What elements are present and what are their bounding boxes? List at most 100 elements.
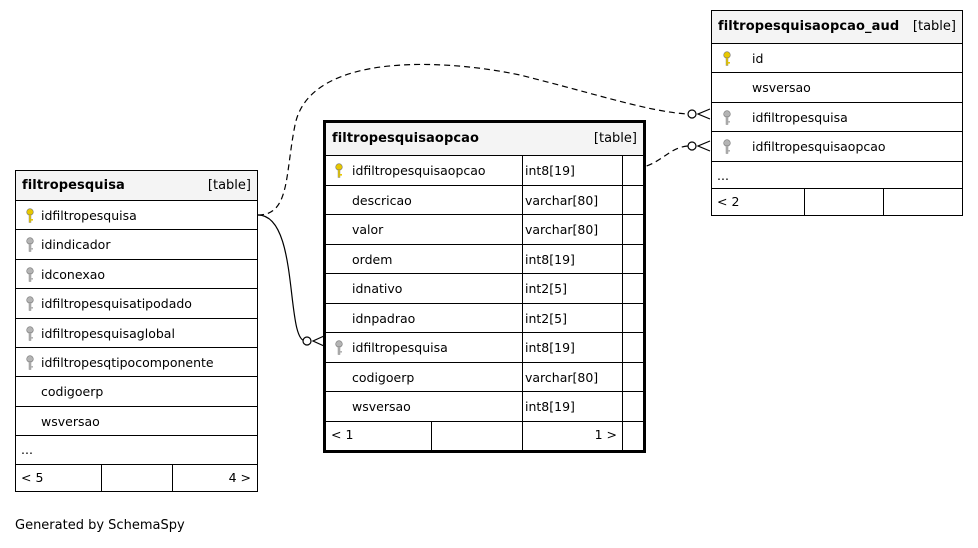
column-row[interactable]: idfiltropesquisaglobal	[16, 319, 257, 348]
table-name: filtropesquisa	[22, 178, 125, 193]
column-row[interactable]: idconexao	[16, 260, 257, 290]
column-type-divider	[522, 392, 523, 421]
column-name: descricao	[352, 192, 412, 208]
parents-count[interactable]: < 5	[21, 470, 44, 486]
column-type-divider	[522, 244, 523, 273]
column-end-divider	[622, 185, 623, 214]
column-name: id	[752, 51, 764, 66]
foreign-key-icon	[25, 267, 35, 283]
column-name: idconexao	[41, 266, 106, 282]
column-row[interactable]: idfiltropesquisa	[16, 201, 257, 231]
table-footer: < 5 4 >	[16, 465, 257, 492]
table-type: [table]	[593, 131, 637, 146]
column-type: varchar[80]	[525, 369, 599, 385]
column-name: codigoerp	[352, 369, 415, 385]
column-row[interactable]: descricao varchar[80]	[326, 185, 643, 215]
relation-end-circle	[687, 141, 697, 151]
column-type: int8[19]	[525, 340, 575, 355]
primary-key-icon	[722, 51, 732, 67]
foreign-key-icon	[25, 296, 35, 312]
column-type: int8[19]	[525, 251, 575, 267]
column-end-divider	[622, 244, 623, 273]
table-name: filtropesquisaopcao_aud	[718, 19, 900, 34]
column-name: idfiltropesquisaopcao	[752, 139, 886, 155]
relation-line-opcao-aud	[626, 145, 689, 170]
table-type: [table]	[207, 178, 251, 193]
column-type-divider	[522, 333, 523, 362]
more-columns: ...	[712, 162, 962, 189]
column-row[interactable]: idfiltropesquisa int8[19]	[326, 333, 643, 363]
column-row[interactable]: idfiltropesquisaopcao int8[19]	[326, 156, 643, 186]
column-end-divider	[622, 362, 623, 391]
column-type: int8[19]	[525, 163, 575, 178]
column-row[interactable]: idfiltropesqtipocomponente	[16, 348, 257, 378]
column-type-divider	[522, 362, 523, 391]
column-name: codigoerp	[41, 384, 104, 400]
column-row[interactable]: wsversao	[16, 407, 257, 437]
more-columns: ...	[16, 436, 257, 466]
column-name: idnpadrao	[352, 310, 416, 326]
relation-end-circle	[687, 109, 697, 119]
parents-count[interactable]: < 2	[717, 193, 740, 209]
column-name: wsversao	[752, 80, 811, 96]
column-row[interactable]: codigoerp	[16, 377, 257, 407]
foreign-key-icon	[25, 355, 35, 371]
foreign-key-icon	[722, 110, 732, 126]
column-name: idfiltropesquisa	[41, 208, 137, 223]
column-end-divider	[622, 333, 623, 362]
column-row[interactable]: idfiltropesquisatipodado	[16, 289, 257, 319]
table-filtropesquisaopcao-aud[interactable]: filtropesquisaopcao_aud [table] id wsvers…	[711, 10, 963, 216]
column-name: idfiltropesquisaglobal	[41, 325, 175, 341]
column-row[interactable]: wsversao int8[19]	[326, 392, 643, 422]
relation-line-filtropesquisa-opcao	[257, 214, 307, 342]
column-name: idfiltropesquisa	[752, 109, 848, 125]
column-row[interactable]: wsversao	[712, 73, 962, 103]
column-row[interactable]: idfiltropesquisa	[712, 103, 962, 133]
relation-line-filtropesquisa-aud	[257, 63, 689, 216]
column-end-divider	[622, 215, 623, 244]
column-name: idfiltropesquisa	[352, 340, 448, 355]
column-type-divider	[522, 303, 523, 332]
column-type-divider	[522, 185, 523, 214]
table-name: filtropesquisaopcao	[332, 131, 480, 146]
children-count[interactable]: 4 >	[228, 470, 251, 486]
column-name: idfiltropesqtipocomponente	[41, 354, 214, 370]
table-filtropesquisaopcao[interactable]: filtropesquisaopcao [table] idfiltropesq…	[323, 120, 646, 453]
column-row[interactable]: idfiltropesquisaopcao	[712, 132, 962, 162]
column-type: int2[5]	[525, 310, 567, 326]
column-name: idnativo	[352, 281, 403, 296]
relation-crowfoot	[311, 335, 325, 347]
parents-count[interactable]: < 1	[331, 426, 354, 442]
column-type: varchar[80]	[525, 222, 599, 237]
relation-end-circle	[302, 336, 312, 346]
children-count[interactable]: 1 >	[594, 426, 617, 442]
table-footer: < 2	[712, 188, 962, 215]
column-row[interactable]: codigoerp varchar[80]	[326, 362, 643, 392]
table-header[interactable]: filtropesquisaopcao [table]	[326, 123, 643, 156]
column-name: wsversao	[41, 413, 100, 429]
primary-key-icon	[334, 163, 344, 179]
column-type: varchar[80]	[525, 192, 599, 208]
column-end-divider	[622, 392, 623, 421]
foreign-key-icon	[25, 237, 35, 253]
column-name: idfiltropesquisaopcao	[352, 163, 486, 178]
column-name: ordem	[352, 251, 393, 267]
column-type-divider	[522, 215, 523, 244]
relation-crowfoot	[696, 140, 711, 152]
foreign-key-icon	[334, 340, 344, 356]
column-type-divider	[522, 156, 523, 185]
column-row[interactable]: idindicador	[16, 230, 257, 260]
column-row[interactable]: ordem int8[19]	[326, 244, 643, 274]
column-name: wsversao	[352, 399, 411, 414]
table-header[interactable]: filtropesquisa [table]	[16, 171, 257, 201]
column-type: int8[19]	[525, 399, 575, 414]
column-row[interactable]: idnpadrao int2[5]	[326, 303, 643, 333]
column-row[interactable]: id	[712, 44, 962, 74]
column-name: idindicador	[41, 237, 111, 253]
table-filtropesquisa[interactable]: filtropesquisa [table] idfiltropesquisa i…	[15, 170, 258, 493]
relation-crowfoot	[696, 108, 711, 120]
table-header[interactable]: filtropesquisaopcao_aud [table]	[712, 11, 962, 44]
